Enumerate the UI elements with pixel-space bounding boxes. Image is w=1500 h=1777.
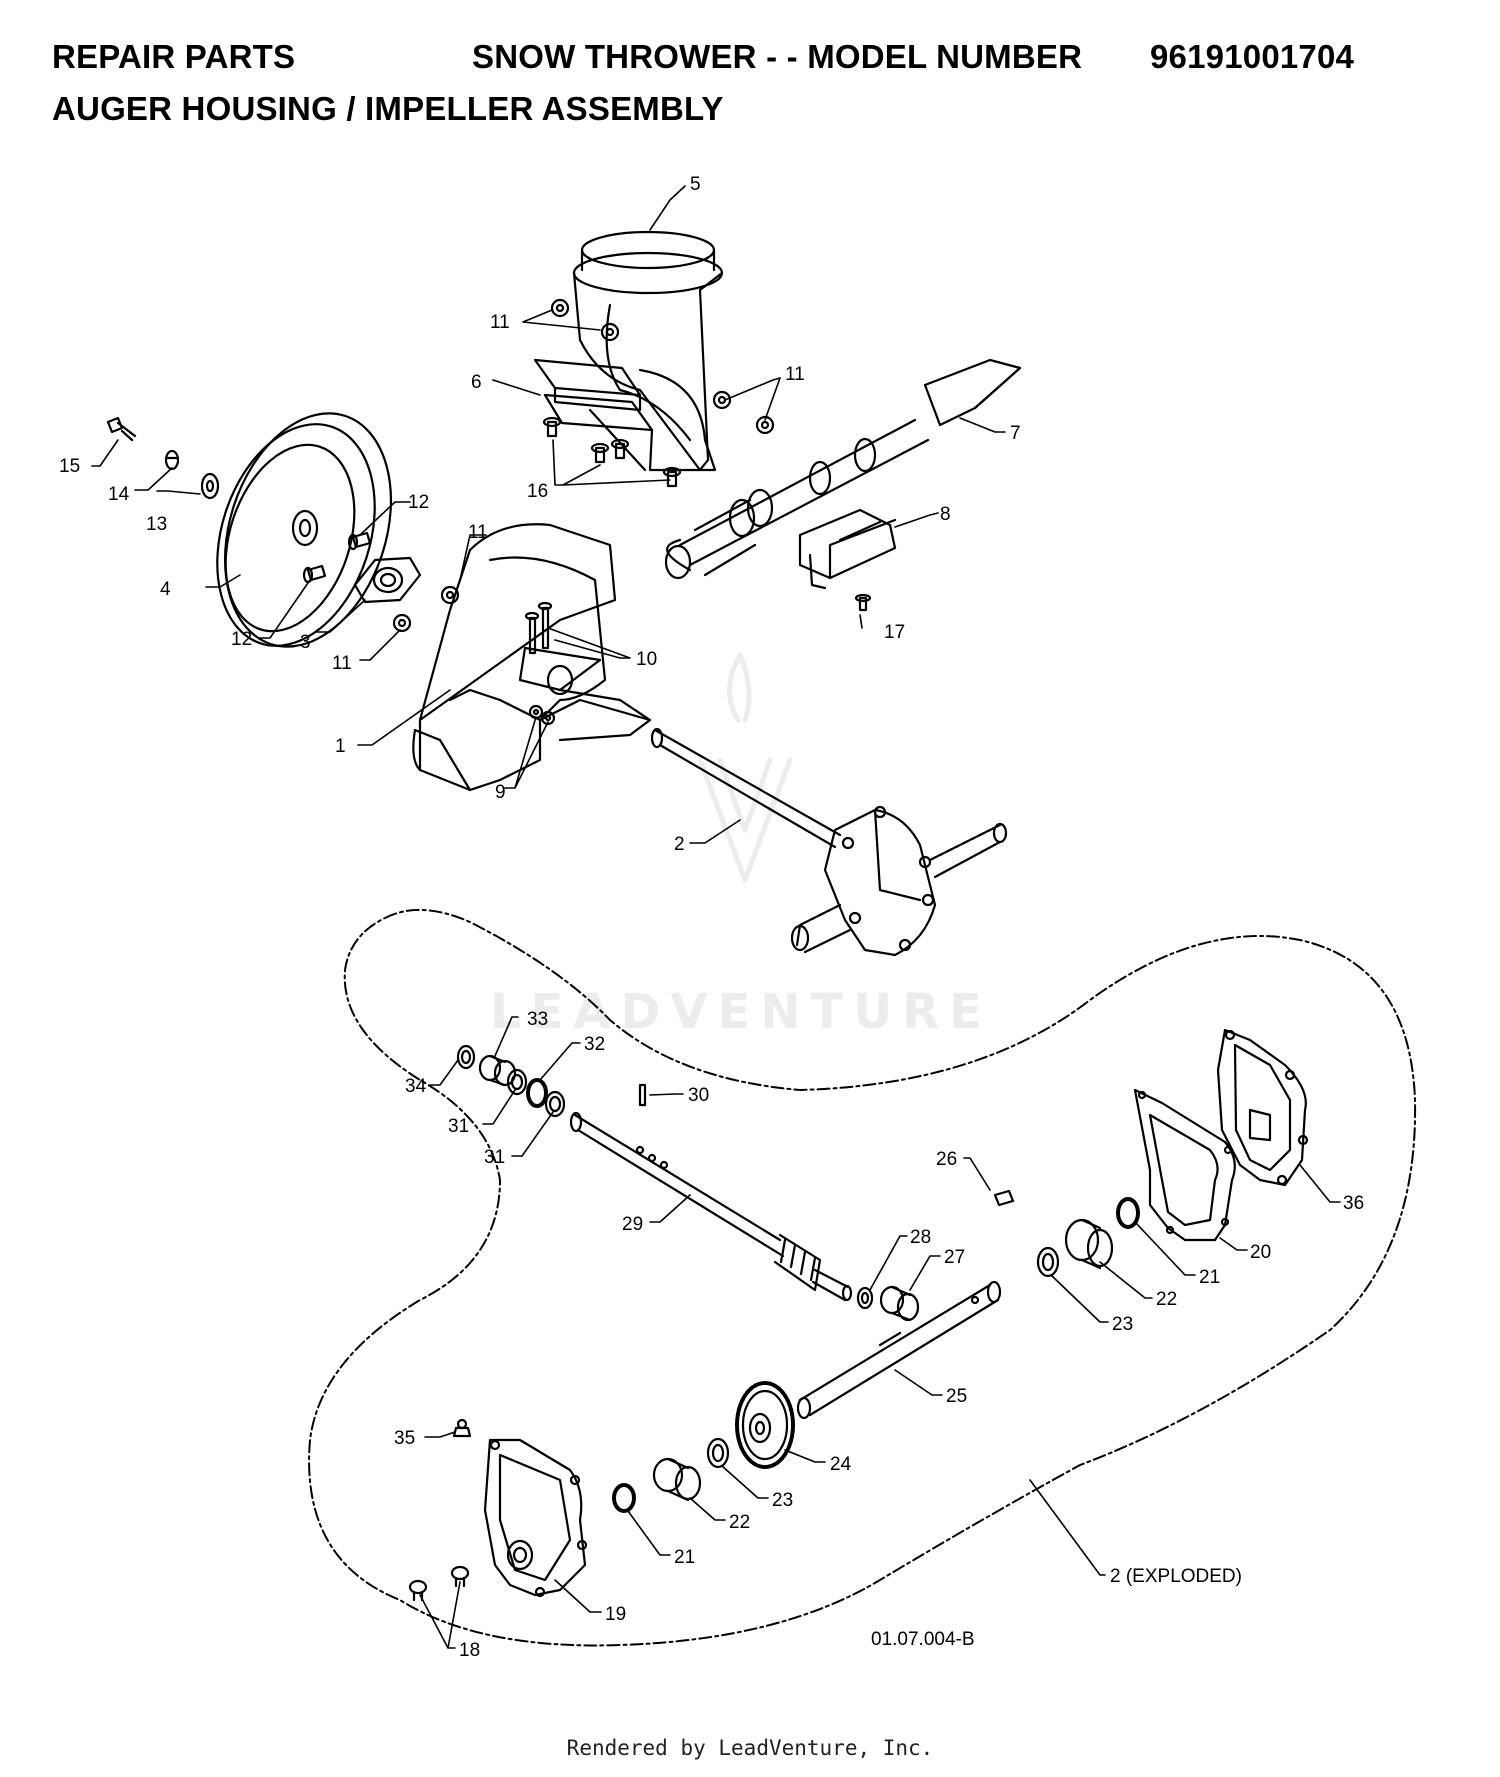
callout-leaders	[91, 185, 1341, 1649]
callout-12: 12	[408, 492, 429, 513]
parts-diagram: 5 11 6 11 7 8 17 11 12 12 3 11 10 1 9 2 …	[59, 174, 1417, 1661]
worm-shaft-part	[569, 1111, 853, 1302]
callout-13: 13	[146, 514, 167, 535]
oil-seal-part	[526, 1078, 548, 1108]
key-part	[638, 1083, 647, 1107]
callout-5: 5	[690, 174, 701, 195]
thrust-washer-part	[456, 1044, 476, 1070]
housing-bolt-part	[524, 601, 556, 726]
carriage-bolt-part	[542, 416, 682, 488]
callout-9: 9	[495, 782, 506, 803]
callout-11: 11	[332, 653, 352, 674]
callout-7: 7	[1010, 423, 1021, 444]
crank-bracket-part	[798, 508, 897, 590]
bearing-flange-part	[353, 556, 422, 604]
callout-11: 11	[490, 312, 510, 333]
auger-gearbox-assembly-part	[650, 727, 1008, 957]
callout-32: 32	[584, 1034, 605, 1055]
callout-15: 15	[59, 456, 80, 477]
header-left-title: REPAIR PARTS	[52, 38, 296, 75]
header-center-title: SNOW THROWER - - MODEL NUMBER	[472, 38, 1083, 75]
impeller-housing-part	[412, 523, 652, 792]
chute-crank-part	[664, 358, 1022, 580]
flange-bearing-part	[478, 1054, 517, 1087]
callout-10: 10	[636, 649, 657, 670]
drawing-number: 01.07.004-B	[871, 1629, 975, 1650]
gear-housing-half-part	[483, 1438, 588, 1598]
callout-27: 27	[944, 1247, 965, 1268]
callout-35: 35	[394, 1428, 415, 1449]
callout-1: 1	[335, 736, 346, 757]
callout-4: 4	[160, 579, 171, 600]
thrust-washer-part	[706, 1246, 1060, 1469]
callout-21: 21	[674, 1547, 695, 1568]
callout-16: 16	[527, 481, 548, 502]
washer-part	[506, 1068, 566, 1118]
callout-labels: 5 11 6 11 7 8 17 11 12 12 3 11 10 1 9 2 …	[59, 174, 1364, 1661]
callout-20: 20	[1250, 1242, 1271, 1263]
bushing-part	[879, 1285, 920, 1322]
key-part	[993, 1189, 1015, 1207]
washer-part	[856, 1286, 874, 1310]
pulley-bolt-part	[302, 531, 372, 584]
hex-nut-part	[392, 298, 775, 633]
grease-fitting-part	[452, 1418, 472, 1438]
callout-18: 18	[459, 1640, 480, 1661]
callout-33: 33	[527, 1009, 548, 1030]
watermark-text: LEADVENTURE	[490, 984, 992, 1040]
callout-2: 2	[674, 834, 685, 855]
callout-23: 23	[772, 1490, 793, 1511]
callout-36: 36	[1343, 1193, 1364, 1214]
callout-22: 22	[1156, 1289, 1177, 1310]
callout-21: 21	[1199, 1267, 1220, 1288]
pulley-part	[216, 412, 393, 648]
callout-23: 23	[1112, 1314, 1133, 1335]
callout-28: 28	[910, 1227, 931, 1248]
gear-housing-half-part	[1216, 1028, 1309, 1187]
callout-11: 11	[785, 364, 805, 385]
callout-12: 12	[231, 629, 252, 650]
callout-8: 8	[940, 504, 951, 525]
callout-19: 19	[605, 1604, 626, 1625]
callout-31: 31	[484, 1147, 505, 1168]
model-number: 96191001704	[1150, 38, 1355, 75]
callout-17: 17	[884, 622, 905, 643]
callout-31: 31	[448, 1116, 469, 1137]
auger-shaft-part	[796, 1280, 1002, 1420]
watermark-logo	[697, 652, 793, 883]
callout-30: 30	[688, 1085, 709, 1106]
callout-14: 14	[108, 484, 130, 505]
lock-nut-part	[164, 449, 180, 471]
callout-24: 24	[830, 1454, 852, 1475]
oil-seal-part	[612, 1197, 1140, 1513]
callout-22: 22	[729, 1512, 750, 1533]
callout-34: 34	[405, 1076, 427, 1097]
gasket-part	[1133, 1088, 1236, 1242]
washer-part	[200, 472, 220, 500]
callout-2-exploded: 2 (EXPLODED)	[1110, 1566, 1242, 1587]
hex-bolt-part	[106, 416, 137, 442]
screw-part	[854, 593, 872, 612]
callout-26: 26	[936, 1149, 957, 1170]
callout-3: 3	[300, 632, 311, 653]
worm-gear-part	[735, 1381, 795, 1469]
flange-bearing-part	[652, 1218, 1114, 1502]
callout-11: 11	[468, 522, 488, 543]
exploded-view-boundary	[308, 909, 1417, 1647]
callout-6: 6	[471, 372, 482, 393]
callout-29: 29	[622, 1214, 643, 1235]
page-subtitle: AUGER HOUSING / IMPELLER ASSEMBLY	[52, 90, 724, 127]
discharge-chute-part	[572, 230, 724, 472]
callout-25: 25	[946, 1386, 967, 1407]
footer-credit: Rendered by LeadVenture, Inc.	[566, 1736, 934, 1760]
